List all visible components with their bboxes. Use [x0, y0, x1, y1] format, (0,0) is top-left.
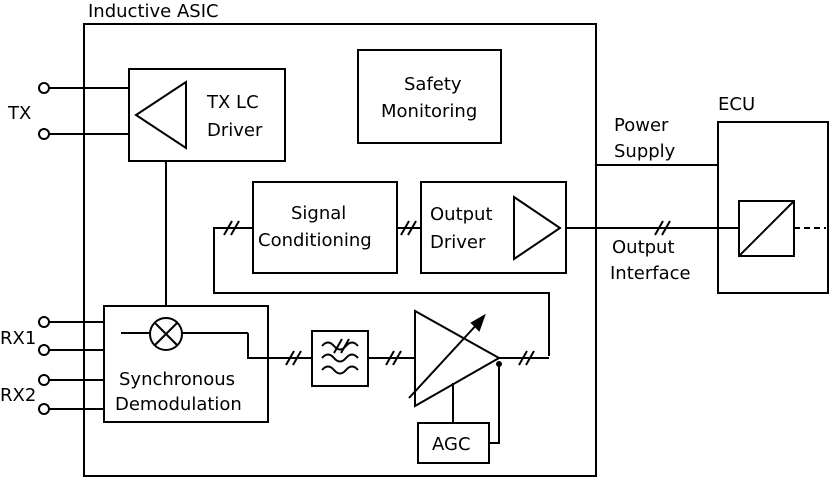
power-supply-label-2: Supply — [614, 141, 676, 162]
filter-block — [311, 330, 369, 387]
bus-slash-mark — [385, 350, 395, 366]
bus-slash-mark — [407, 220, 417, 236]
chip-title: Inductive ASIC — [88, 1, 219, 22]
tx-terminal-2 — [38, 128, 50, 140]
bus-slash-mark — [525, 350, 535, 366]
output-driver-triangle-icon — [513, 195, 562, 261]
signal-conditioning-block: Signal Conditioning — [252, 181, 398, 274]
bus-slash-mark — [285, 350, 295, 366]
svg-text:TX LC: TX LC — [206, 92, 259, 113]
rx2-label: RX2 — [0, 385, 36, 406]
svg-text:Signal: Signal — [291, 203, 346, 224]
tx-port: TX — [7, 82, 129, 140]
bus-slash-mark — [518, 350, 528, 366]
svg-text:Monitoring: Monitoring — [381, 101, 477, 122]
driver-triangle-icon — [134, 80, 187, 150]
rx1-label: RX1 — [0, 328, 36, 349]
rx2-port: RX2 — [0, 374, 104, 415]
bus-slash-mark — [230, 220, 240, 236]
svg-text:Conditioning: Conditioning — [258, 230, 372, 251]
bus-slash-mark — [400, 220, 410, 236]
power-supply-label: Power — [614, 115, 669, 136]
agc-block: AGC — [417, 422, 490, 464]
bus-slash-mark — [223, 220, 233, 236]
svg-text:Output: Output — [430, 204, 493, 225]
output-interface-label: Output — [612, 237, 675, 258]
bus-slash-mark — [661, 220, 671, 236]
variable-gain-amplifier — [408, 309, 502, 408]
amplifier-to-agc-line — [489, 364, 500, 444]
tx-label: TX — [7, 103, 31, 124]
gain-arrow-icon — [408, 320, 481, 399]
bus-slash-mark — [392, 350, 402, 366]
ecu-block: ECU — [717, 94, 829, 294]
tx-lc-driver-block: TX LC Driver — [128, 68, 286, 162]
ecu-label: ECU — [718, 94, 755, 115]
output-driver-block: Output Driver — [420, 181, 567, 274]
rx1-port: RX1 — [0, 316, 104, 356]
svg-text:Driver: Driver — [207, 120, 263, 141]
svg-text:Demodulation: Demodulation — [115, 394, 242, 415]
bus-slash-mark — [654, 220, 664, 236]
svg-text:Driver: Driver — [430, 232, 486, 253]
output-interface-label-2: Interface — [610, 263, 691, 284]
synchronous-demodulation-block: Synchronous Demodulation — [103, 305, 269, 423]
svg-text:Safety: Safety — [404, 74, 462, 95]
bus-slash-mark — [292, 350, 302, 366]
svg-text:AGC: AGC — [432, 434, 471, 455]
asic-boundary — [83, 23, 597, 477]
svg-text:Synchronous: Synchronous — [119, 369, 235, 390]
safety-monitoring-block: Safety Monitoring — [357, 49, 502, 144]
filter-icon — [321, 338, 359, 375]
tx-terminal-1 — [38, 82, 50, 94]
